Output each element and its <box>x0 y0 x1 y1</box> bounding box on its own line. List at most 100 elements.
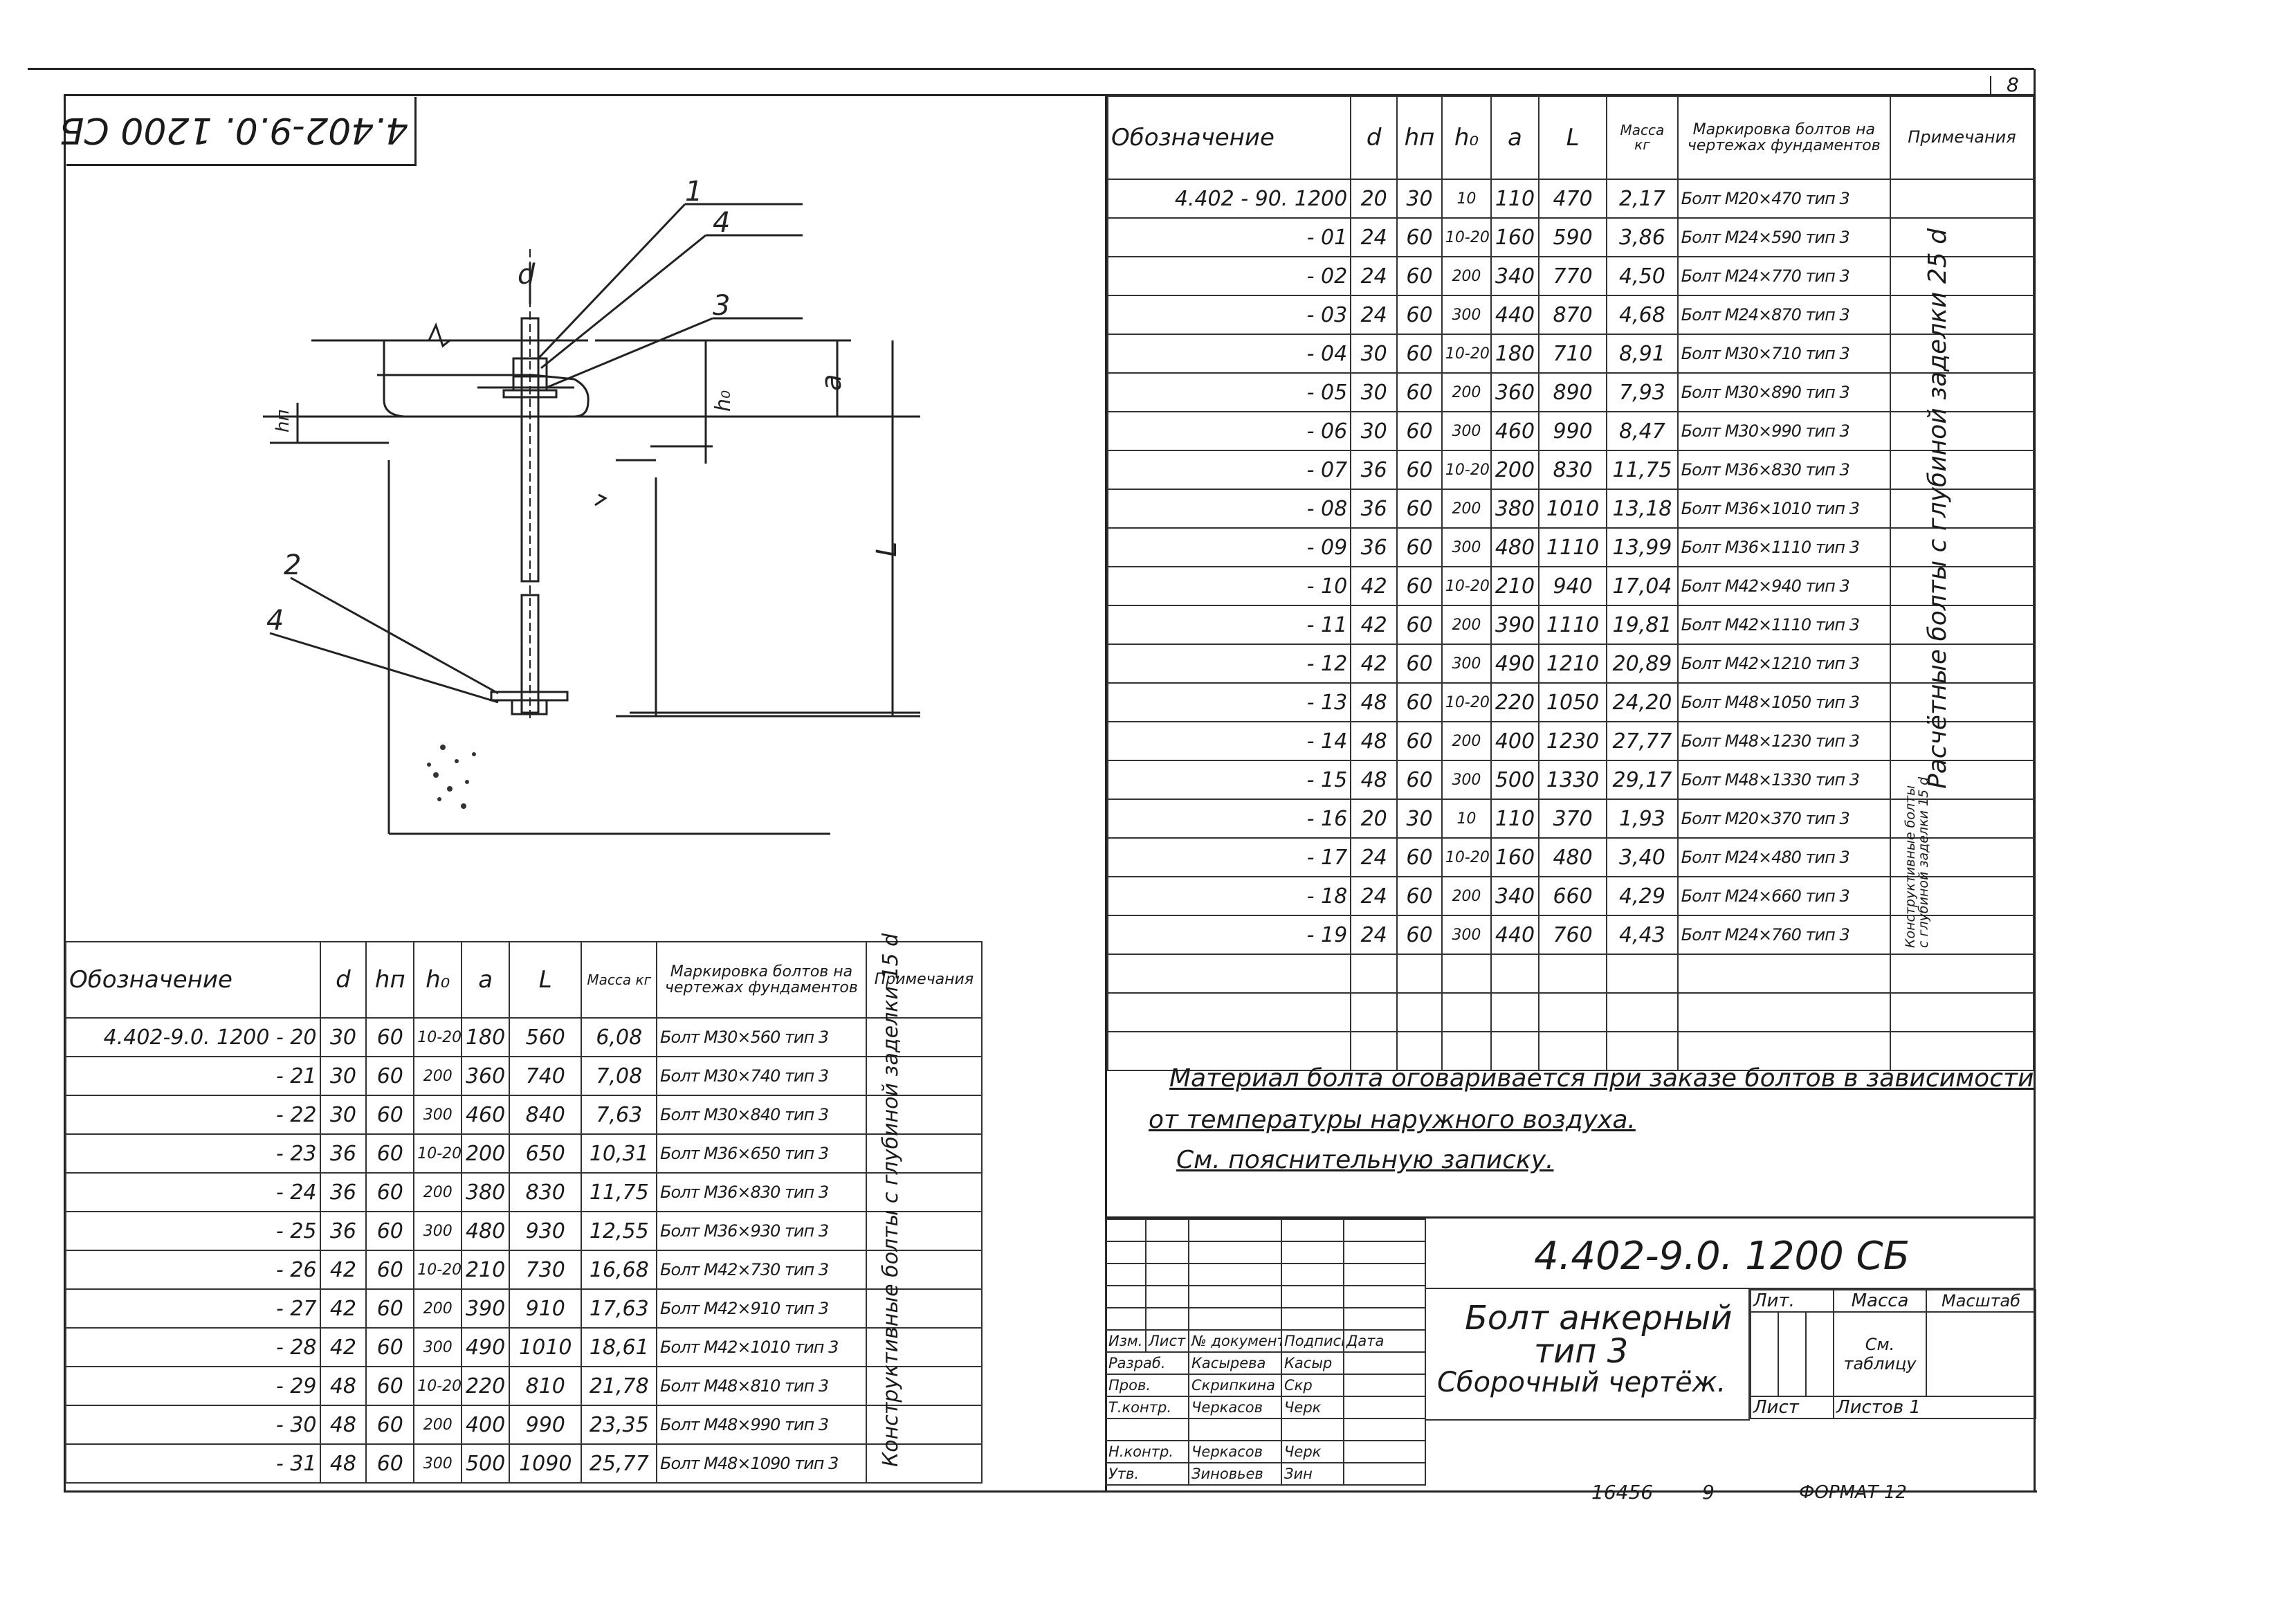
right-cell-mark: Болт М24×760 тип 3 <box>1677 915 1891 955</box>
tb-person-sign: Черк <box>1281 1440 1344 1463</box>
left-cell-hn: 60 <box>365 1017 415 1057</box>
tb-person-date <box>1343 1462 1426 1486</box>
right-cell-d: 30 <box>1350 411 1398 451</box>
tb-mass-value: См. таблицу <box>1833 1311 1928 1397</box>
right-empty-row <box>1106 992 2035 1032</box>
tb-list: Лист <box>1145 1329 1189 1353</box>
footer-number: 16456 <box>1591 1481 1654 1504</box>
tb-person-name: Касырева <box>1188 1351 1282 1375</box>
right-cell-L: 1210 <box>1537 644 1608 684</box>
left-cell-h0: 200 <box>413 1405 463 1445</box>
top-washer <box>502 389 558 399</box>
left-cell-d: 30 <box>319 1056 367 1096</box>
right-cell-mass: 3,86 <box>1606 217 1679 257</box>
tb-scale: Масштаб <box>1926 1289 2037 1313</box>
left-cell-hn: 60 <box>365 1288 415 1329</box>
col-h0: h₀ <box>1441 95 1492 180</box>
right-cell-a: 160 <box>1490 217 1540 257</box>
right-note-design: Расчётные болты с глубиной заделки 25 d <box>1924 228 1952 789</box>
right-cell-a: 180 <box>1490 334 1540 374</box>
left-cell-mark: Болт М30×740 тип 3 <box>656 1056 867 1096</box>
left-cell-h0: 200 <box>413 1056 463 1096</box>
right-cell-mark: Болт М48×1330 тип 3 <box>1677 760 1891 800</box>
right-cell-des: - 18 <box>1106 876 1352 916</box>
right-cell-a: 380 <box>1490 489 1540 529</box>
right-cell-L: 870 <box>1537 295 1608 335</box>
left-cell-h0: 300 <box>413 1211 463 1251</box>
left-cell-L: 830 <box>509 1172 583 1212</box>
left-col-h0: h₀ <box>413 941 463 1019</box>
left-cell-note <box>865 1172 983 1212</box>
left-cell-d: 30 <box>319 1095 367 1135</box>
right-cell-hn: 60 <box>1396 372 1443 412</box>
tb-title-1: Болт анкерный <box>1465 1299 1733 1338</box>
left-cell-mark: Болт М48×1090 тип 3 <box>656 1443 867 1484</box>
tb-sheets: Листов 1 <box>1833 1396 2037 1419</box>
right-cell-hn: 60 <box>1396 527 1443 567</box>
col-marking: Маркировка болтов на чертежах фундаменто… <box>1677 95 1891 180</box>
right-cell-mass: 4,68 <box>1606 295 1679 335</box>
right-spec-table: Обозначение d hп h₀ a L Масса кг Маркиро… <box>1106 95 2035 1071</box>
left-cell-mass: 7,08 <box>581 1056 658 1096</box>
right-cell-a: 110 <box>1490 799 1540 839</box>
dim-hn: hп <box>273 410 293 432</box>
right-cell-mass: 7,93 <box>1606 372 1679 412</box>
tb-code: 4.402-9.0. 1200 СБ <box>1534 1234 1910 1279</box>
right-cell-d: 24 <box>1350 256 1398 296</box>
tb-lit: Лит. <box>1749 1289 1835 1313</box>
left-cell-L: 840 <box>509 1095 583 1135</box>
right-cell-a: 340 <box>1490 256 1540 296</box>
left-cell-des: 4.402-9.0. 1200 - 20 <box>65 1017 321 1057</box>
left-cell-d: 36 <box>319 1211 367 1251</box>
right-cell-mark: Болт М42×1210 тип 3 <box>1677 644 1891 684</box>
tb-person-role: Утв. <box>1105 1462 1189 1486</box>
right-cell-mark: Болт М30×710 тип 3 <box>1677 334 1891 374</box>
right-cell-L: 1230 <box>1537 721 1608 761</box>
right-empty-cell <box>1396 992 1443 1032</box>
tb-date: Дата <box>1343 1329 1426 1353</box>
right-cell-hn: 60 <box>1396 411 1443 451</box>
left-cell-mass: 12,55 <box>581 1211 658 1251</box>
right-cell-des: - 04 <box>1106 334 1352 374</box>
right-empty-cell <box>1537 1031 1608 1071</box>
left-cell-d: 30 <box>319 1017 367 1057</box>
left-cell-L: 1090 <box>509 1443 583 1484</box>
right-empty-cell <box>1350 954 1398 994</box>
left-col-a: a <box>461 941 511 1019</box>
left-cell-h0: 10-20 <box>413 1366 463 1406</box>
left-cell-des: - 21 <box>65 1056 321 1096</box>
tb-sign: Подпись <box>1281 1329 1344 1353</box>
tb-code-cell <box>1425 1219 2035 1289</box>
left-cell-mass: 17,63 <box>581 1288 658 1329</box>
callout-3: 3 <box>713 290 730 322</box>
left-cell-mark: Болт М30×560 тип 3 <box>656 1017 867 1057</box>
right-cell-L: 1050 <box>1537 682 1608 722</box>
right-cell-L: 890 <box>1537 372 1608 412</box>
dim-L: L <box>871 542 903 557</box>
left-cell-a: 210 <box>461 1250 511 1290</box>
col-L: L <box>1537 95 1608 180</box>
right-cell-note <box>1889 876 2035 916</box>
left-col-designation: Обозначение <box>65 941 321 1019</box>
right-cell-hn: 60 <box>1396 605 1443 645</box>
left-cell-hn: 60 <box>365 1405 415 1445</box>
left-cell-a: 180 <box>461 1017 511 1057</box>
right-cell-mass: 20,89 <box>1606 644 1679 684</box>
right-cell-mass: 1,93 <box>1606 799 1679 839</box>
left-col-hn: hп <box>365 941 415 1019</box>
left-cell-L: 930 <box>509 1211 583 1251</box>
base-plate-outline <box>377 340 590 418</box>
right-cell-d: 24 <box>1350 217 1398 257</box>
right-cell-d: 36 <box>1350 450 1398 490</box>
right-cell-h0: 10 <box>1441 799 1492 839</box>
right-cell-note <box>1889 644 2035 684</box>
right-cell-mass: 11,75 <box>1606 450 1679 490</box>
right-cell-h0: 300 <box>1441 644 1492 684</box>
